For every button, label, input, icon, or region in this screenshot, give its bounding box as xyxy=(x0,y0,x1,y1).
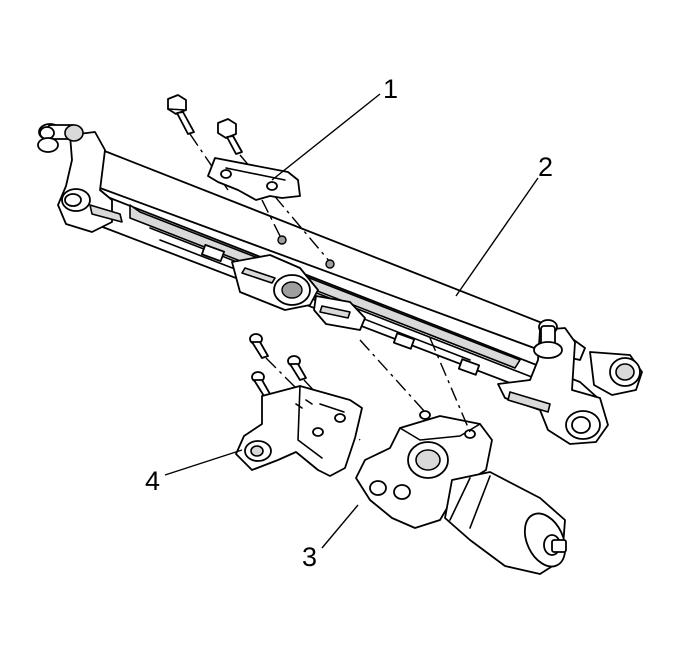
leader-2 xyxy=(455,177,539,297)
callout-leaders xyxy=(164,93,539,549)
callout-2-label: 2 xyxy=(538,152,553,182)
leader-3 xyxy=(321,504,359,549)
callout-1-label: 1 xyxy=(383,74,398,104)
wiper-motor xyxy=(355,337,567,575)
support-bracket-and-bolts xyxy=(167,94,335,269)
wiper-transmission-assembly xyxy=(37,123,643,445)
callout-4-label: 4 xyxy=(145,466,160,496)
callout-3-label: 3 xyxy=(302,542,317,572)
motor-mount-bracket xyxy=(235,333,363,477)
leader-4 xyxy=(164,449,243,476)
bolt-upper-right xyxy=(217,118,331,263)
bolt-upper-left xyxy=(167,94,229,191)
leader-1 xyxy=(271,93,381,181)
